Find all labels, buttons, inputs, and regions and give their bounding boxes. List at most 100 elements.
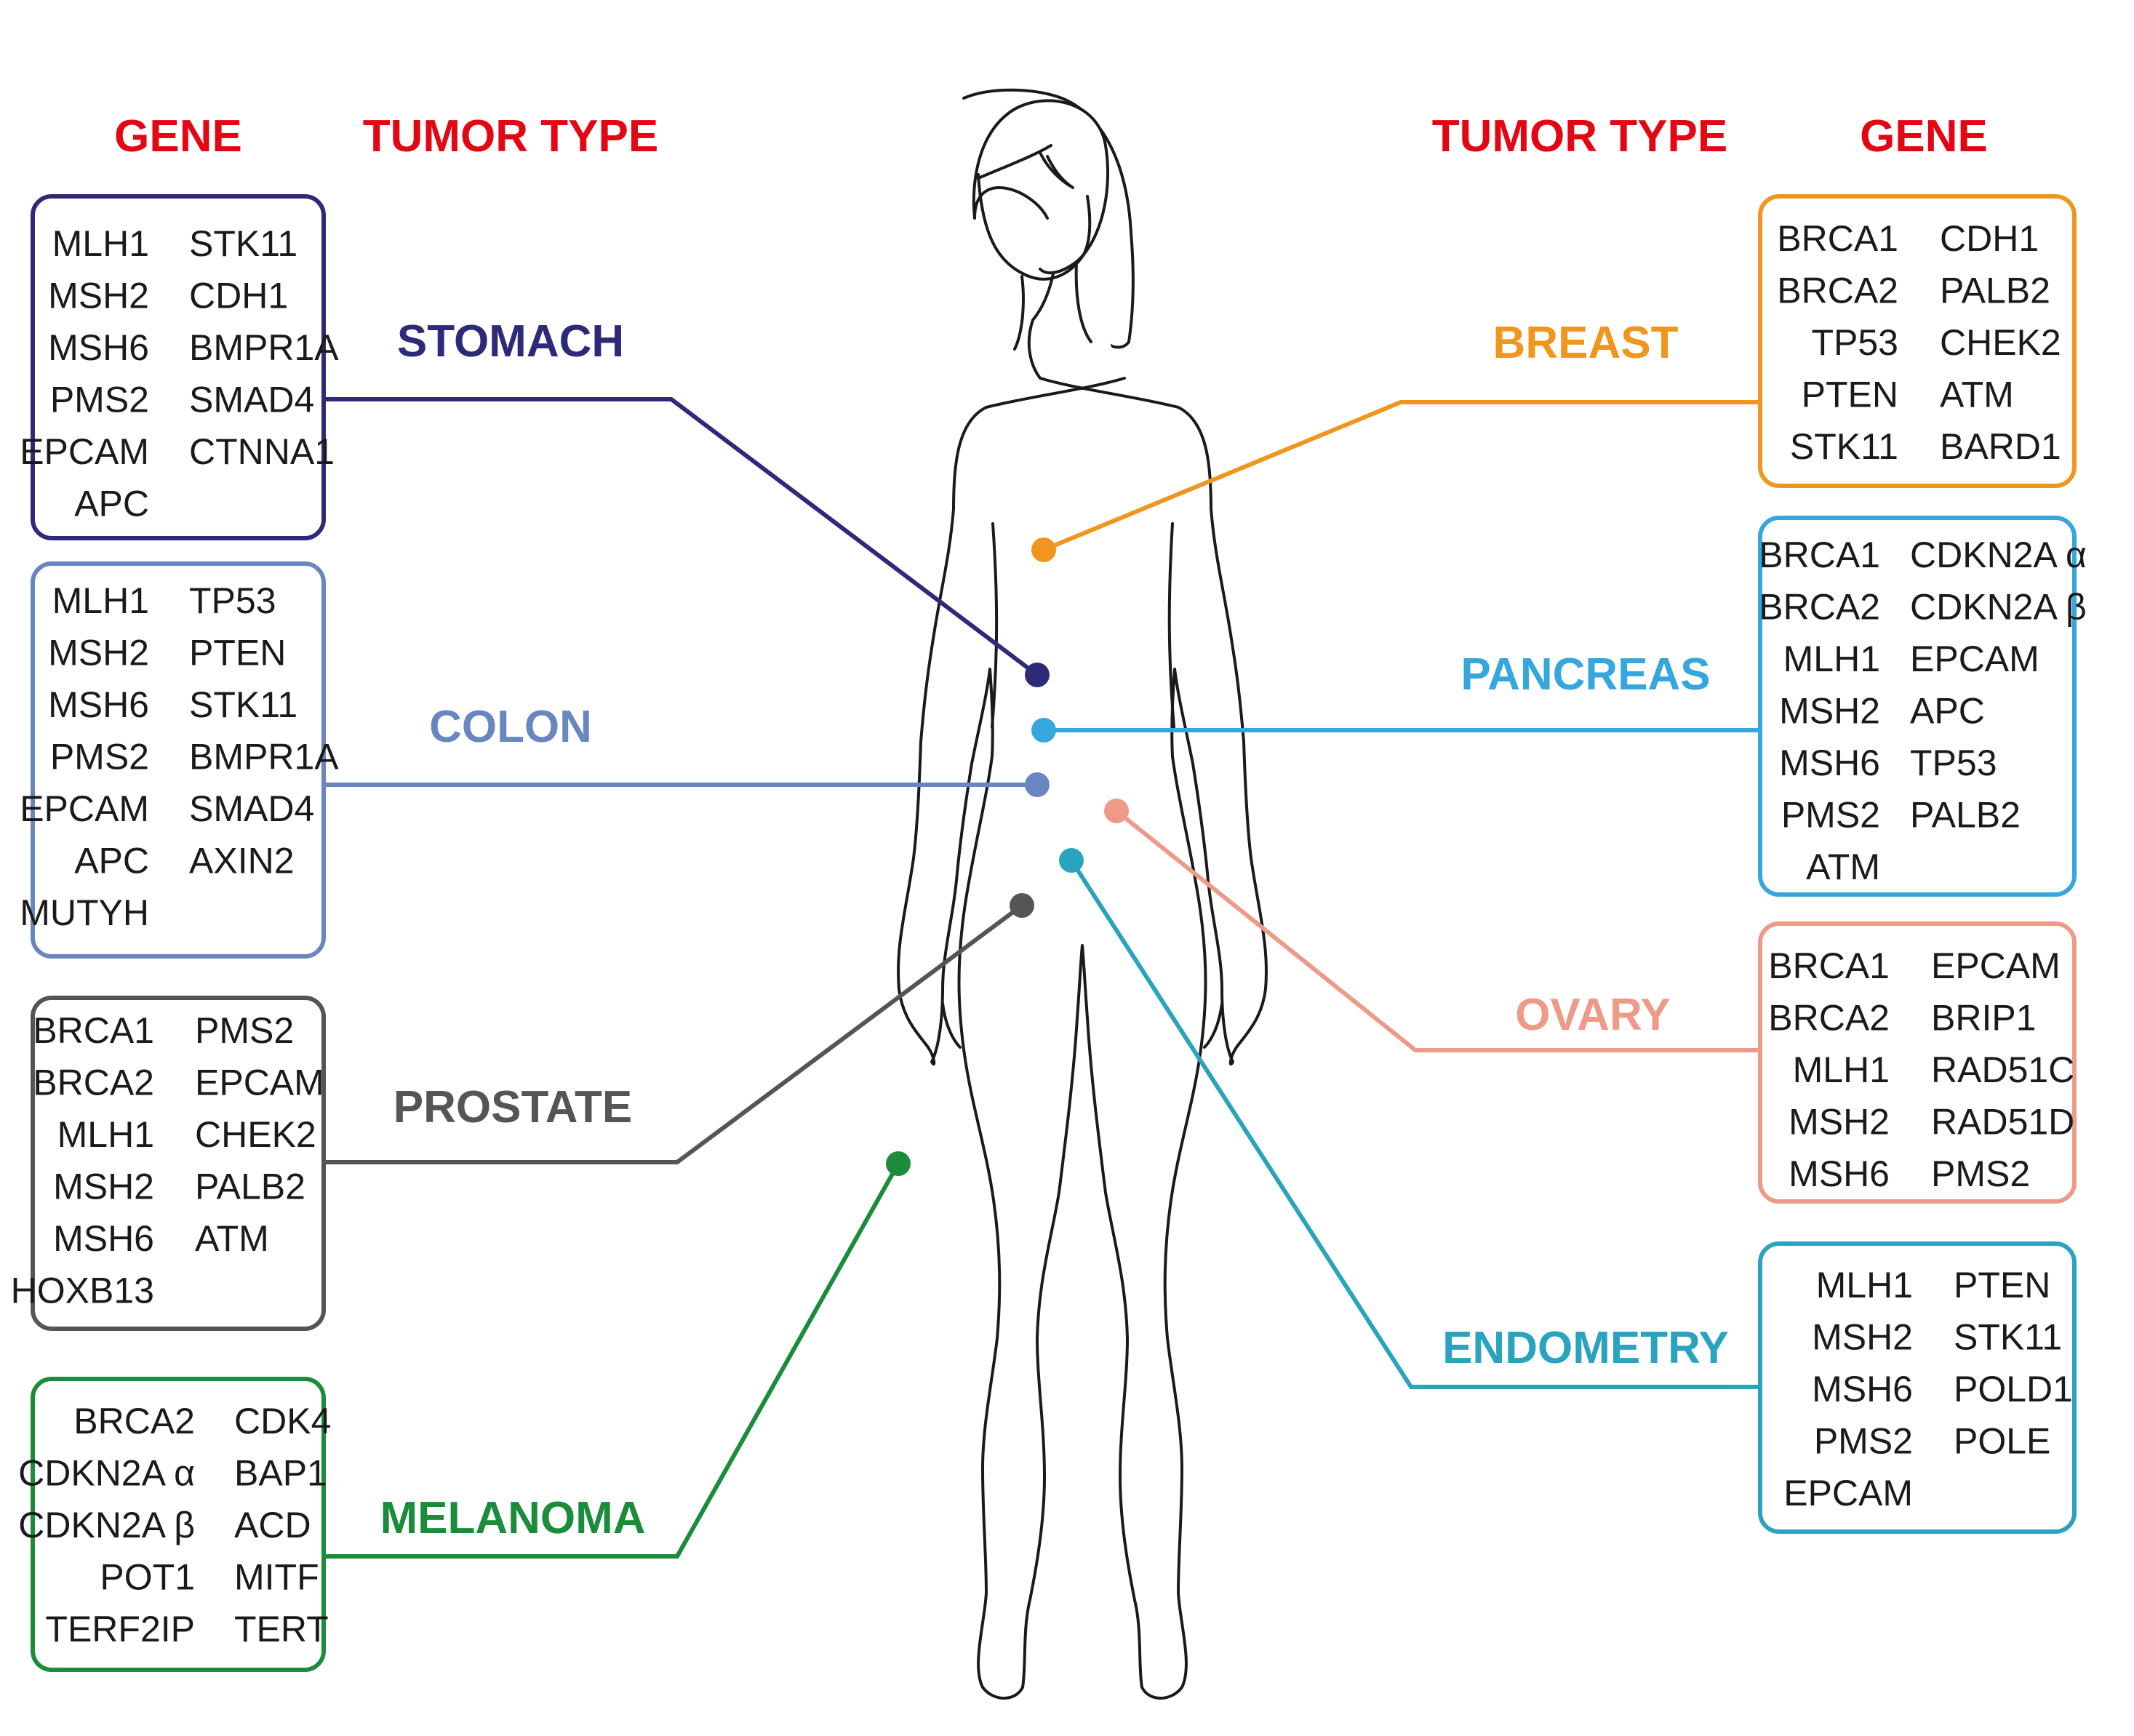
endometry-gene-left: EPCAM (1783, 1473, 1913, 1513)
tumor-label-prostate: PROSTATE (393, 1082, 632, 1132)
stomach-gene-left: MSH2 (48, 276, 149, 316)
breast-dot (1031, 537, 1056, 562)
prostate-gene-right: EPCAM (195, 1063, 324, 1103)
tumor-label-endometry: ENDOMETRY (1442, 1323, 1729, 1373)
pancreas-gene-left: MLH1 (1783, 639, 1880, 679)
stomach-gene-right: STK11 (189, 223, 297, 264)
prostate-gene-right: ATM (195, 1218, 269, 1259)
pancreas-gene-left: BRCA1 (1759, 535, 1880, 575)
body-outline (897, 217, 1268, 1700)
pancreas-gene-left: MSH6 (1779, 743, 1880, 783)
stomach-gene-left: APC (74, 484, 149, 524)
pancreas-gene-left: PMS2 (1781, 795, 1880, 836)
ovary-gene-right: EPCAM (1931, 945, 2061, 986)
colon-gene-left: MLH1 (52, 580, 149, 621)
human-body-silhouette (897, 88, 1268, 1700)
colon-gene-right: PTEN (189, 633, 286, 673)
prostate-dot (1010, 893, 1034, 918)
colon-gene-right: BMPR1A (189, 737, 339, 777)
tumor-label-breast: BREAST (1493, 318, 1679, 368)
right-hand-detail (1203, 1002, 1223, 1049)
pancreas-dot (1031, 718, 1056, 743)
ovary-gene-right: RAD51C (1931, 1049, 2074, 1090)
left-inner-arm (991, 522, 999, 729)
tumor-label-colon: COLON (429, 702, 592, 752)
stomach-gene-left: EPCAM (20, 431, 149, 472)
stomach-connector (324, 397, 1039, 677)
left-tumor-type-header: TUMOR TYPE (363, 111, 658, 161)
ovary-gene-left: BRCA2 (1768, 998, 1890, 1039)
stomach-gene-left: MSH6 (48, 327, 149, 368)
colon-gene-right: TP53 (189, 580, 276, 621)
colon-gene-left: APC (74, 841, 149, 881)
pancreas-gene-left: BRCA2 (1759, 587, 1880, 628)
melanoma-gene-left: CDKN2A α (18, 1453, 195, 1494)
prostate-connector (324, 903, 1023, 1164)
breast-gene-left: STK11 (1790, 426, 1898, 467)
pancreas-gene-right: PALB2 (1910, 795, 2021, 836)
ovary-dot (1104, 799, 1129, 823)
melanoma-gene-right: BAP1 (234, 1453, 327, 1494)
endometry-gene-right: STK11 (1954, 1317, 2062, 1358)
connectors (324, 397, 1760, 1559)
face-outline (977, 173, 1092, 281)
hair-outline (962, 88, 1135, 349)
ovary-gene-left: MSH2 (1789, 1102, 1890, 1143)
endometry-gene-left: PMS2 (1814, 1421, 1913, 1462)
breast-gene-right: ATM (1940, 375, 2014, 415)
right-gene-header: GENE (1860, 111, 1988, 161)
colon-gene-right: STK11 (189, 684, 297, 725)
ovary-connector (1115, 809, 1760, 1052)
ovary-gene-right: PMS2 (1931, 1153, 2030, 1194)
melanoma-connector (324, 1162, 900, 1559)
left-gene-header: GENE (114, 111, 242, 161)
stomach-gene-right: CDH1 (189, 276, 288, 316)
colon-dot (1025, 772, 1050, 797)
left-hand-detail (941, 1002, 962, 1049)
stomach-dot (1025, 663, 1050, 687)
pancreas-gene-right: APC (1910, 691, 1985, 732)
stomach-gene-right: SMAD4 (189, 380, 314, 420)
colon-gene-left: EPCAM (20, 788, 149, 829)
breast-gene-left: PTEN (1802, 375, 1898, 415)
melanoma-gene-left: TERF2IP (45, 1609, 195, 1649)
melanoma-dot (886, 1151, 911, 1176)
breast-gene-right: BARD1 (1940, 426, 2061, 467)
endometry-gene-left: MSH2 (1812, 1317, 1913, 1358)
prostate-gene-left: MLH1 (57, 1114, 154, 1155)
prostate-gene-left: MSH6 (53, 1218, 154, 1259)
tumor-label-melanoma: MELANOMA (380, 1493, 645, 1543)
endometry-gene-left: MLH1 (1816, 1265, 1913, 1305)
colon-gene-left: MUTYH (20, 892, 149, 933)
prostate-gene-right: CHEK2 (195, 1114, 316, 1155)
colon-gene-left: PMS2 (50, 737, 149, 777)
ovary-gene-left: MSH6 (1789, 1153, 1890, 1194)
pancreas-gene-right: TP53 (1910, 743, 1997, 783)
endometry-gene-right: POLE (1954, 1421, 2050, 1462)
prostate-gene-left: BRCA1 (33, 1010, 154, 1051)
colon-gene-right: SMAD4 (189, 788, 314, 829)
melanoma-gene-left: POT1 (100, 1557, 195, 1598)
tumor-label-stomach: STOMACH (397, 316, 624, 367)
endometry-connector (1069, 859, 1760, 1389)
neck-outline (1013, 260, 1092, 351)
endometry-gene-left: MSH6 (1812, 1369, 1913, 1409)
ovary-gene-left: BRCA1 (1768, 945, 1890, 986)
pancreas-gene-left: MSH2 (1779, 691, 1880, 732)
endometry-gene-right: POLD1 (1954, 1369, 2073, 1409)
prostate-gene-left: BRCA2 (33, 1063, 154, 1103)
melanoma-gene-right: ACD (234, 1505, 311, 1545)
melanoma-gene-left: CDKN2A β (18, 1505, 195, 1545)
ovary-gene-right: RAD51D (1931, 1102, 2074, 1143)
ovary-gene-left: MLH1 (1793, 1049, 1890, 1090)
colon-gene-right: AXIN2 (189, 841, 295, 881)
prostate-gene-left: MSH2 (53, 1167, 154, 1207)
endometry-gene-right: PTEN (1954, 1265, 2050, 1305)
